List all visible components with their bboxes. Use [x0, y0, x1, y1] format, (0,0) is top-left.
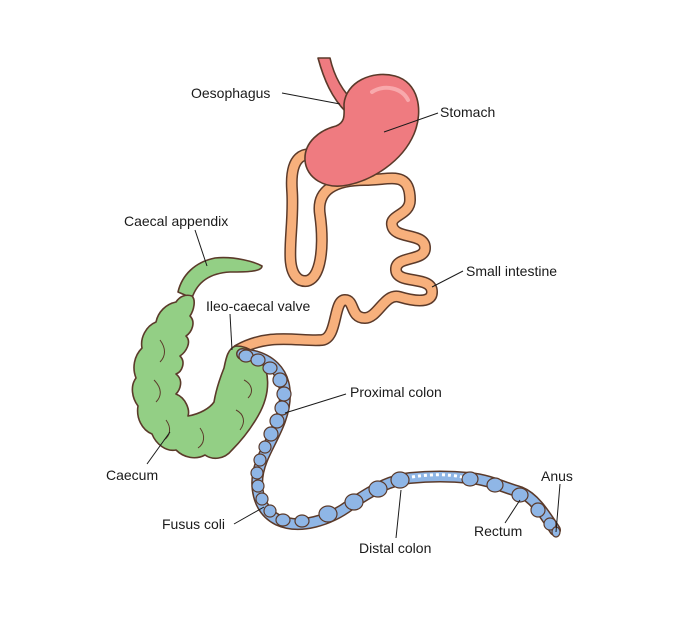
label-ileo-caecal-valve: Ileo-caecal valve [206, 298, 310, 314]
small-intestine [232, 148, 438, 356]
label-caecal-appendix: Caecal appendix [124, 213, 228, 229]
label-proximal-colon: Proximal colon [350, 384, 442, 400]
label-caecum: Caecum [106, 467, 158, 483]
label-distal-colon: Distal colon [359, 540, 431, 556]
label-small-intestine: Small intestine [466, 263, 557, 279]
label-rectum: Rectum [474, 523, 522, 539]
stomach [304, 73, 420, 187]
label-stomach: Stomach [440, 104, 495, 120]
label-anus: Anus [541, 468, 573, 484]
label-fusus-coli: Fusus coli [162, 516, 225, 532]
labels: Oesophagus Stomach Caecal appendix Small… [106, 85, 573, 556]
caecum [131, 256, 269, 460]
leader-lines [146, 92, 561, 539]
label-oesophagus: Oesophagus [191, 85, 270, 101]
colon [236, 348, 561, 538]
